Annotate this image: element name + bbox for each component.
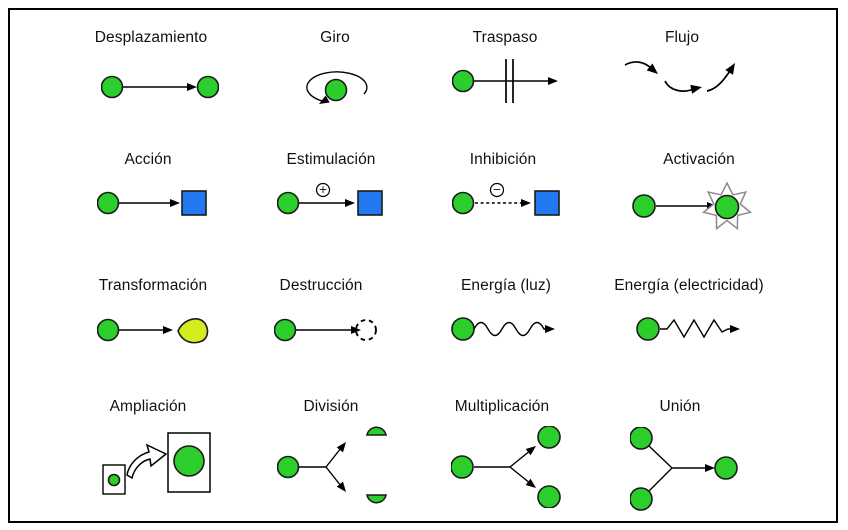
half-circle-top <box>366 426 387 436</box>
activated-circle <box>714 194 740 220</box>
label-accion: Acción <box>124 151 172 168</box>
flow-arc <box>624 61 653 70</box>
arrowhead-icon <box>705 464 715 472</box>
energy-light-symbol <box>451 317 555 341</box>
entity-circle <box>196 75 219 99</box>
product-circle <box>537 485 561 508</box>
destruction-symbol <box>274 318 377 342</box>
plus-sign: + <box>319 184 328 196</box>
label-desplazamiento: Desplazamiento <box>94 29 208 46</box>
entity-circle <box>101 75 124 99</box>
large-entity-circle <box>173 445 205 477</box>
entity-circle <box>452 191 475 215</box>
dashed-destroyed-circle <box>355 319 377 341</box>
label-traspaso: Traspaso <box>472 29 538 46</box>
label-energia-luz: Energía (luz) <box>460 277 552 294</box>
arrowhead-icon <box>521 199 531 207</box>
target-square <box>181 190 207 216</box>
arrowhead-icon <box>163 326 173 334</box>
target-square <box>357 190 383 216</box>
rotation-arc <box>306 71 368 103</box>
stimulation-symbol: + <box>277 182 383 216</box>
entity-circle <box>97 318 120 342</box>
wavy-line <box>473 321 546 337</box>
label-energia-electricidad: Energía (electricidad) <box>614 277 764 294</box>
arrowhead-icon <box>345 199 355 207</box>
transfer-symbol <box>452 59 558 103</box>
small-entity-circle <box>107 473 121 487</box>
entity-circle <box>324 78 348 102</box>
multiplication-symbol <box>451 426 561 508</box>
entity-circle <box>632 194 656 218</box>
flow-symbol <box>624 61 735 94</box>
minus-sign-circle <box>489 182 505 198</box>
arrowhead-icon <box>351 326 361 334</box>
arrowhead-icon <box>187 83 197 91</box>
label-destruccion: Destrucción <box>279 277 363 294</box>
target-square <box>534 190 560 216</box>
arrowhead-icon <box>646 63 658 74</box>
arrowhead-icon <box>545 325 555 333</box>
energy-electricity-symbol <box>636 317 740 341</box>
arrowhead-icon <box>525 478 536 488</box>
fork-lines <box>299 447 342 487</box>
entity-circle <box>277 191 300 215</box>
entity-circle <box>630 427 653 450</box>
activation-symbol <box>632 181 753 231</box>
label-activacion: Activación <box>663 151 735 168</box>
entity-circle <box>636 317 660 341</box>
action-symbol <box>97 190 207 216</box>
arrowhead-icon <box>548 77 558 85</box>
entity-circle <box>97 191 120 215</box>
arrowhead-icon <box>336 442 346 453</box>
inhibition-symbol: − <box>452 182 560 216</box>
label-giro: Giro <box>320 29 350 46</box>
zigzag-line <box>660 318 731 339</box>
amplification-symbol <box>102 432 211 495</box>
entity-circle <box>451 317 475 341</box>
transformed-blob <box>177 318 209 344</box>
label-flujo: Flujo <box>664 29 700 46</box>
half-circle-bottom <box>366 494 387 504</box>
minus-sign: − <box>493 184 502 196</box>
label-multiplicacion: Multiplicación <box>454 398 550 415</box>
label-estimulacion: Estimulación <box>286 151 376 168</box>
entity-circle <box>451 455 474 479</box>
division-symbol <box>277 426 387 504</box>
entity-circle <box>274 318 297 342</box>
entity-circle <box>452 69 475 93</box>
arrowhead-icon <box>336 481 346 492</box>
arrowhead-icon <box>690 84 702 94</box>
entity-circle <box>630 487 653 511</box>
arrowhead-icon <box>170 199 180 207</box>
arrowhead-icon <box>525 446 536 456</box>
union-symbol <box>630 427 738 511</box>
plus-sign-circle <box>315 182 331 198</box>
label-division: División <box>303 398 359 415</box>
label-union: Unión <box>659 398 701 415</box>
fork-lines <box>474 449 532 485</box>
merged-circle <box>714 456 738 480</box>
arrowhead-icon <box>725 63 735 75</box>
block-arrow-icon <box>126 443 168 480</box>
label-ampliacion: Ampliación <box>109 398 187 415</box>
entity-circle <box>277 455 300 479</box>
label-transformacion: Transformación <box>98 277 208 294</box>
label-inhibicion: Inhibición <box>469 151 537 168</box>
arrowhead-icon <box>730 325 740 333</box>
displacement-symbol <box>101 75 219 99</box>
arrowhead-icon <box>319 95 330 104</box>
merge-lines <box>648 445 706 492</box>
product-circle <box>537 426 561 449</box>
transformation-symbol <box>97 318 209 344</box>
rotation-symbol <box>306 71 368 104</box>
diagram-border-frame <box>8 8 838 523</box>
